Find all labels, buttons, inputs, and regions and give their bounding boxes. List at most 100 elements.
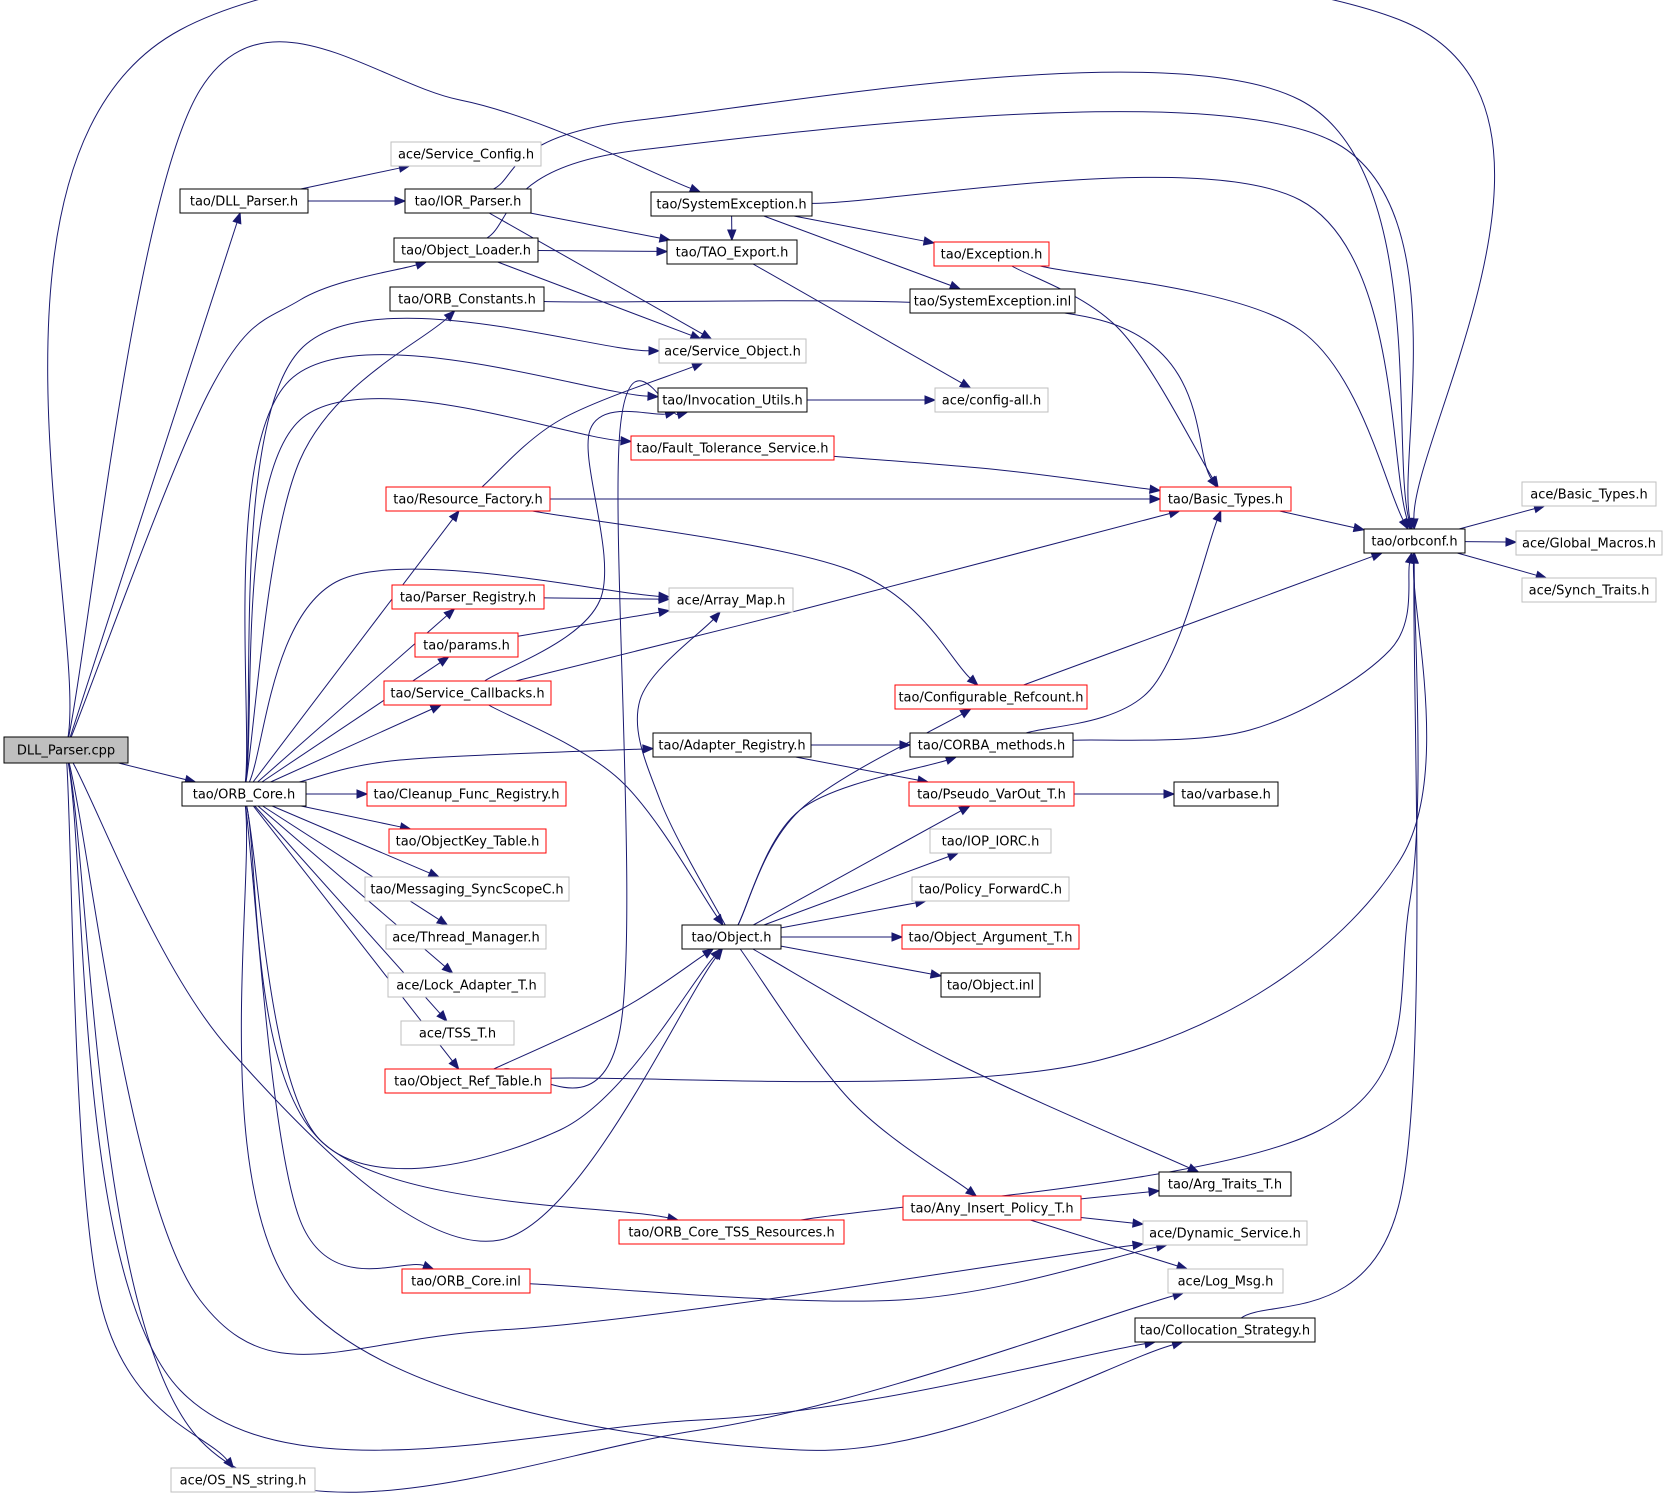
node-tao-orbconf-h[interactable]: tao/orbconf.h (1363, 528, 1466, 554)
node-label: tao/Object_Ref_Table.h (394, 1075, 542, 1090)
node-tao-objectkey-table-h[interactable]: tao/ObjectKey_Table.h (388, 828, 547, 854)
edge-arrowhead (710, 947, 722, 960)
edge-n24-to-n17 (1023, 552, 1384, 686)
node-tao-tao-export-h[interactable]: tao/TAO_Export.h (666, 239, 798, 265)
node-box (1515, 530, 1663, 556)
node-box (404, 188, 532, 214)
node-tao-configurable-refcount-h[interactable]: tao/Configurable_Refcount.h (894, 684, 1088, 710)
node-tao-object-inl[interactable]: tao/Object.inl (940, 972, 1041, 998)
node-tao-orb-core-inl[interactable]: tao/ORB_Core.inl (401, 1268, 531, 1294)
edge-line (737, 759, 947, 926)
node-ace-os-ns-string-h[interactable]: ace/OS_NS_string.h (170, 1467, 316, 1493)
node-ace-service-config-h[interactable]: ace/Service_Config.h (390, 141, 542, 167)
edge-line (484, 410, 666, 682)
node-tao-orb-core-h[interactable]: tao/ORB_Core.h (181, 781, 307, 807)
node-tao-fault-tolerance-service-h[interactable]: tao/Fault_Tolerance_Service.h (630, 435, 835, 461)
edge-n1-to-n3 (308, 196, 407, 206)
node-ace-synch-traits-h[interactable]: ace/Synch_Traits.h (1521, 577, 1657, 603)
node-box (902, 1195, 1082, 1221)
edge-line (1040, 265, 1404, 521)
edge-n36-to-n39 (780, 945, 943, 979)
node-label: tao/Basic_Types.h (1168, 493, 1283, 508)
edge-arrowhead (966, 674, 979, 686)
node-tao-corba-methods-h[interactable]: tao/CORBA_methods.h (909, 732, 1074, 758)
edge-line (763, 215, 952, 286)
edge-arrowhead (658, 591, 671, 602)
node-tao-policy-forwardc-h[interactable]: tao/Policy_ForwardC.h (911, 876, 1070, 902)
node-tao-invocation-utils-h[interactable]: tao/Invocation_Utils.h (657, 387, 808, 413)
node-tao-object-h[interactable]: tao/Object.h (681, 924, 782, 950)
edge-n7-to-n17 (1040, 265, 1409, 531)
node-dll-parser-cpp[interactable]: DLL_Parser.cpp (3, 736, 129, 764)
node-tao-ior-parser-h[interactable]: tao/IOR_Parser.h (404, 188, 532, 214)
node-ace-lock-adapter-t-h[interactable]: ace/Lock_Adapter_T.h (387, 972, 546, 998)
edge-line (300, 167, 400, 190)
node-box (909, 288, 1076, 314)
node-tao-object-loader-h[interactable]: tao/Object_Loader.h (393, 237, 539, 263)
node-label: tao/Configurable_Refcount.h (898, 691, 1083, 706)
node-label: ace/Array_Map.h (677, 594, 786, 609)
edge-arrowhead (899, 740, 912, 750)
edge-arrowhead (727, 229, 737, 242)
edge-line (481, 366, 694, 488)
node-tao-any-insert-policy-t-h[interactable]: tao/Any_Insert_Policy_T.h (902, 1195, 1082, 1221)
node-label: tao/Object.h (691, 931, 771, 946)
node-ace-array-map-h[interactable]: ace/Array_Map.h (668, 587, 794, 613)
node-ace-basic-types-h[interactable]: ace/Basic_Types.h (1521, 481, 1657, 507)
node-tao-messaging-syncscopec-h[interactable]: tao/Messaging_SyncScopeC.h (364, 876, 570, 902)
node-ace-dynamic-service-h[interactable]: ace/Dynamic_Service.h (1142, 1220, 1308, 1246)
node-tao-arg-traits-t-h[interactable]: tao/Arg_Traits_T.h (1158, 1171, 1292, 1197)
node-tao-systemexception-inl[interactable]: tao/SystemException.inl (909, 288, 1076, 314)
edge-n14-to-n15 (550, 494, 1162, 504)
edge-arrowhead (699, 329, 713, 340)
edge-line (1457, 552, 1537, 576)
node-tao-collocation-strategy-h[interactable]: tao/Collocation_Strategy.h (1134, 1317, 1316, 1343)
node-label: tao/Arg_Traits_T.h (1168, 1178, 1282, 1193)
edge-arrowhead (448, 509, 460, 523)
node-ace-config-all-h[interactable]: ace/config-all.h (934, 387, 1049, 413)
node-ace-log-msg-h[interactable]: ace/Log_Msg.h (1167, 1268, 1284, 1294)
node-tao-service-callbacks-h[interactable]: tao/Service_Callbacks.h (383, 680, 552, 706)
edge-n23-to-n15 (515, 509, 1181, 682)
edge-n1-to-n2 (300, 163, 411, 190)
node-tao-basic-types-h[interactable]: tao/Basic_Types.h (1159, 486, 1292, 512)
node-tao-params-h[interactable]: tao/params.h (414, 632, 519, 658)
edge-n3-to-n10 (488, 212, 713, 340)
node-ace-thread-manager-h[interactable]: ace/Thread_Manager.h (385, 924, 547, 950)
node-tao-object-ref-table-h[interactable]: tao/Object_Ref_Table.h (384, 1068, 552, 1094)
edge-n17-to-n19 (1457, 552, 1548, 580)
edge-n20-to-n21 (543, 594, 671, 604)
node-tao-systemexception-h[interactable]: tao/SystemException.h (650, 191, 813, 217)
node-tao-exception-h[interactable]: tao/Exception.h (933, 241, 1050, 267)
node-tao-orb-constants-h[interactable]: tao/ORB_Constants.h (389, 286, 545, 312)
node-tao-adapter-registry-h[interactable]: tao/Adapter_Registry.h (652, 732, 812, 758)
node-label: tao/orbconf.h (1371, 535, 1457, 550)
edge-line (497, 261, 692, 336)
node-tao-orb-core-tss-resources-h[interactable]: tao/ORB_Core_TSS_Resources.h (618, 1219, 845, 1245)
node-box (681, 924, 782, 950)
edge-n4-to-n17 (811, 176, 1412, 531)
node-tao-iop-iorc-h[interactable]: tao/IOP_IORC.h (929, 828, 1052, 854)
node-box (387, 972, 546, 998)
node-ace-global-macros-h[interactable]: ace/Global_Macros.h (1515, 530, 1663, 556)
node-ace-tss-t-h[interactable]: ace/TSS_T.h (400, 1020, 515, 1046)
node-label: tao/ORB_Constants.h (398, 293, 536, 308)
node-label: tao/CORBA_methods.h (918, 739, 1065, 754)
edge-line (70, 264, 417, 738)
node-tao-parser-registry-h[interactable]: tao/Parser_Registry.h (391, 584, 545, 610)
node-box (901, 924, 1080, 950)
node-tao-object-argument-t-h[interactable]: tao/Object_Argument_T.h (901, 924, 1080, 950)
edge-line (68, 41, 692, 738)
node-tao-dll-parser-h[interactable]: tao/DLL_Parser.h (179, 188, 309, 214)
node-box (1173, 781, 1279, 807)
edge-n17-to-n18 (1464, 537, 1518, 547)
node-label: tao/Adapter_Registry.h (658, 739, 805, 754)
node-box (908, 781, 1075, 807)
node-ace-service-object-h[interactable]: ace/Service_Object.h (658, 338, 807, 364)
node-tao-pseudo-varout-t-h[interactable]: tao/Pseudo_VarOut_T.h (908, 781, 1075, 807)
node-tao-cleanup-func-registry-h[interactable]: tao/Cleanup_Func_Registry.h (366, 781, 567, 807)
node-tao-resource-factory-h[interactable]: tao/Resource_Factory.h (385, 486, 551, 512)
edge-arrowhead (958, 378, 972, 389)
node-tao-varbase-h[interactable]: tao/varbase.h (1173, 781, 1279, 807)
node-label: tao/Fault_Tolerance_Service.h (636, 442, 828, 457)
